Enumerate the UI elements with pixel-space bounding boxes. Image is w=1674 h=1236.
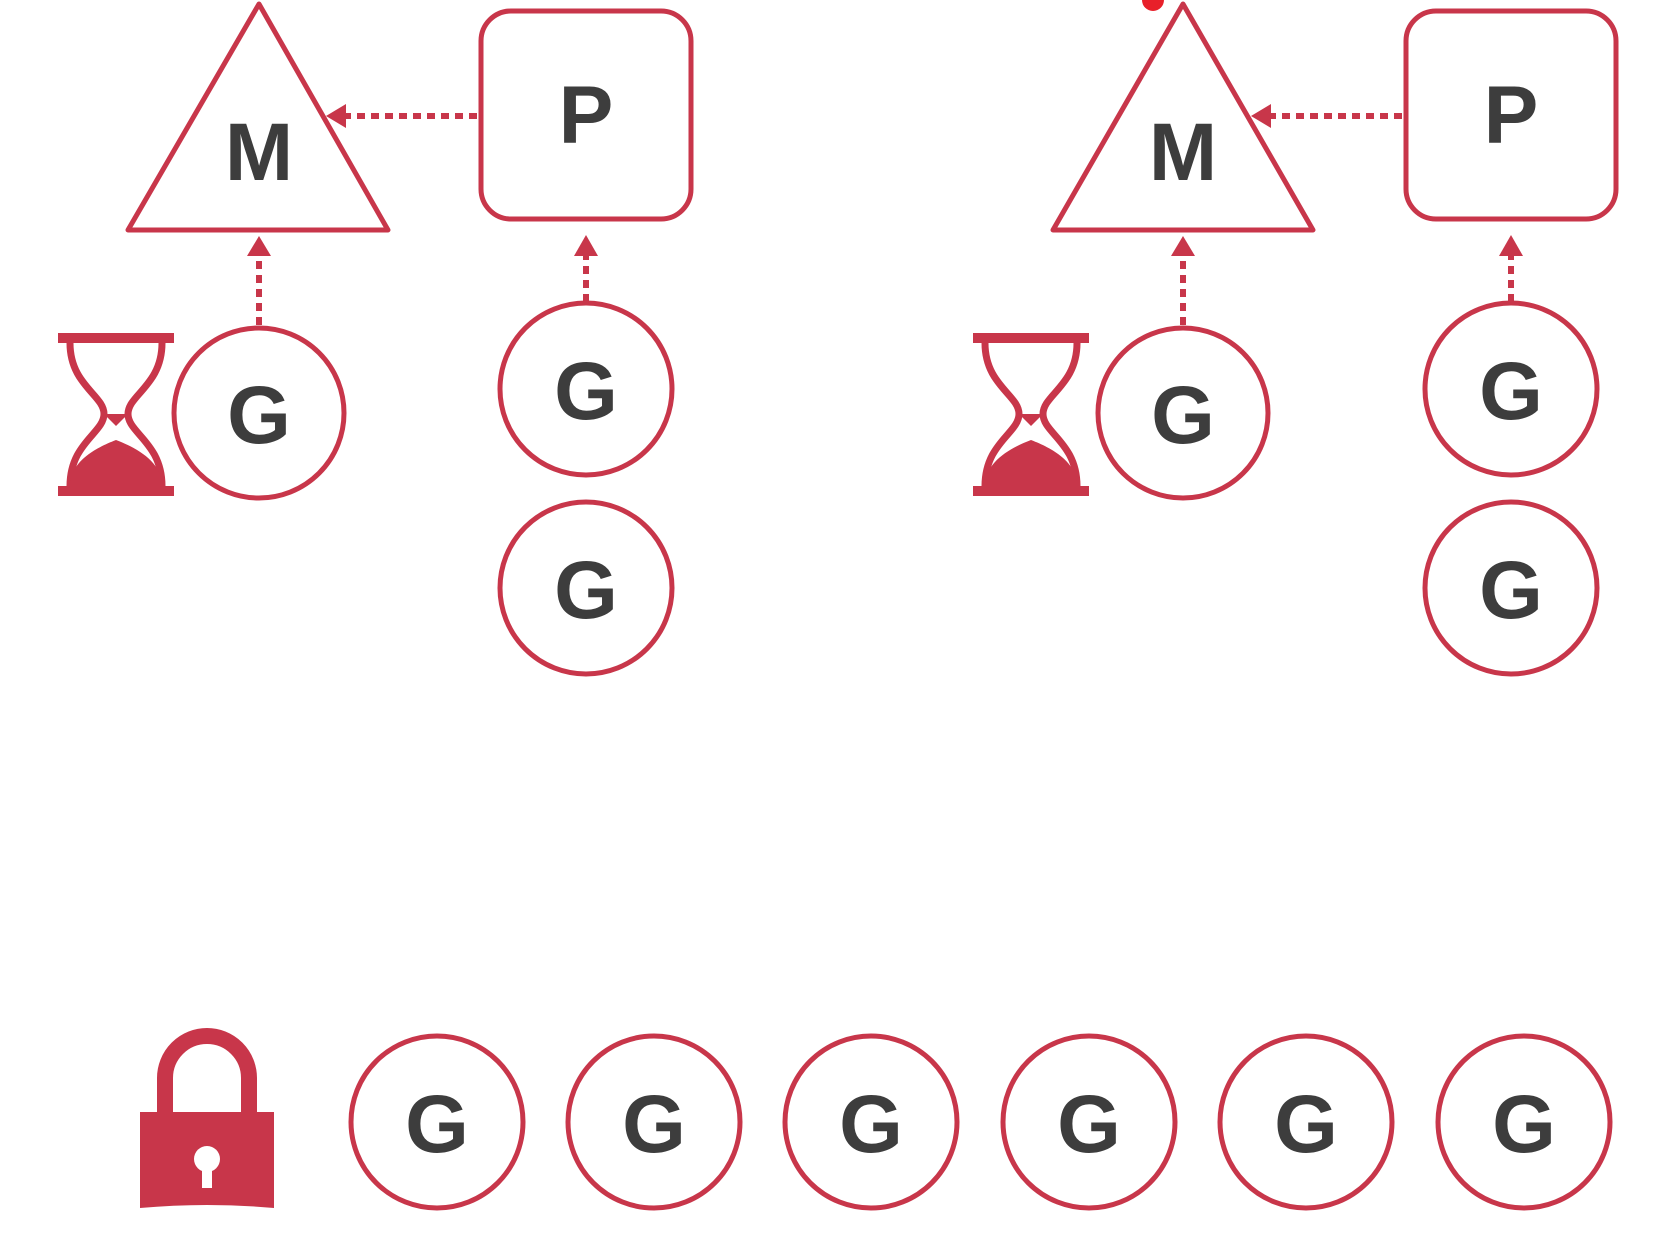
- running-goroutine: G: [1095, 325, 1271, 501]
- hourglass-icon: [58, 333, 174, 496]
- hourglass-icon: [973, 333, 1089, 496]
- machine-label: M: [1149, 107, 1217, 198]
- processor-label: P: [1484, 70, 1539, 161]
- local-queue-goroutine: G: [497, 300, 675, 478]
- goroutine-label: G: [1274, 1079, 1338, 1170]
- scheduler-group-2: M P: [973, 0, 1619, 677]
- goroutine-label: G: [554, 346, 618, 437]
- scheduler-group-1: M P: [58, 1, 694, 677]
- global-queue-goroutine: G: [565, 1033, 743, 1211]
- global-queue-goroutine: G: [1435, 1033, 1613, 1211]
- global-queue-goroutine: G: [782, 1033, 960, 1211]
- goroutine-label: G: [1151, 370, 1215, 461]
- goroutine-label: G: [1479, 346, 1543, 437]
- goroutine-label: G: [1479, 545, 1543, 636]
- goroutine-label: G: [622, 1079, 686, 1170]
- machine-node: M: [1050, 1, 1316, 233]
- global-queue-goroutine: G: [1000, 1033, 1178, 1211]
- goroutine-label: G: [1492, 1079, 1556, 1170]
- local-queue-goroutine: G: [497, 499, 675, 677]
- cursor-dot: [1142, 0, 1164, 11]
- global-queue-goroutine: G: [1217, 1033, 1395, 1211]
- local-queue-goroutine: G: [1422, 499, 1600, 677]
- goroutine-label: G: [405, 1079, 469, 1170]
- local-queue: G G: [1422, 300, 1600, 677]
- processor-label: P: [559, 70, 614, 161]
- machine-node: M: [125, 1, 391, 233]
- queue-to-processor-arrow: [574, 235, 598, 302]
- local-queue-goroutine: G: [1422, 300, 1600, 478]
- global-queue-goroutine: G: [348, 1033, 526, 1211]
- processor-to-machine-arrow: [326, 104, 477, 128]
- goroutine-label: G: [1057, 1079, 1121, 1170]
- processor-node: P: [1403, 8, 1619, 222]
- processor-to-machine-arrow: [1251, 104, 1402, 128]
- goroutine-to-machine-arrow: [1171, 236, 1195, 325]
- processor-node: P: [478, 8, 694, 222]
- queue-to-processor-arrow: [1499, 235, 1523, 302]
- goroutine-label: G: [227, 370, 291, 461]
- goroutine-to-machine-arrow: [247, 236, 271, 325]
- machine-label: M: [225, 107, 293, 198]
- running-goroutine: G: [171, 325, 347, 501]
- goroutine-label: G: [839, 1079, 903, 1170]
- goroutine-label: G: [554, 545, 618, 636]
- global-queue: G G G G G G: [140, 1028, 1613, 1211]
- lock-icon: [140, 1028, 274, 1208]
- local-queue: G G: [497, 300, 675, 677]
